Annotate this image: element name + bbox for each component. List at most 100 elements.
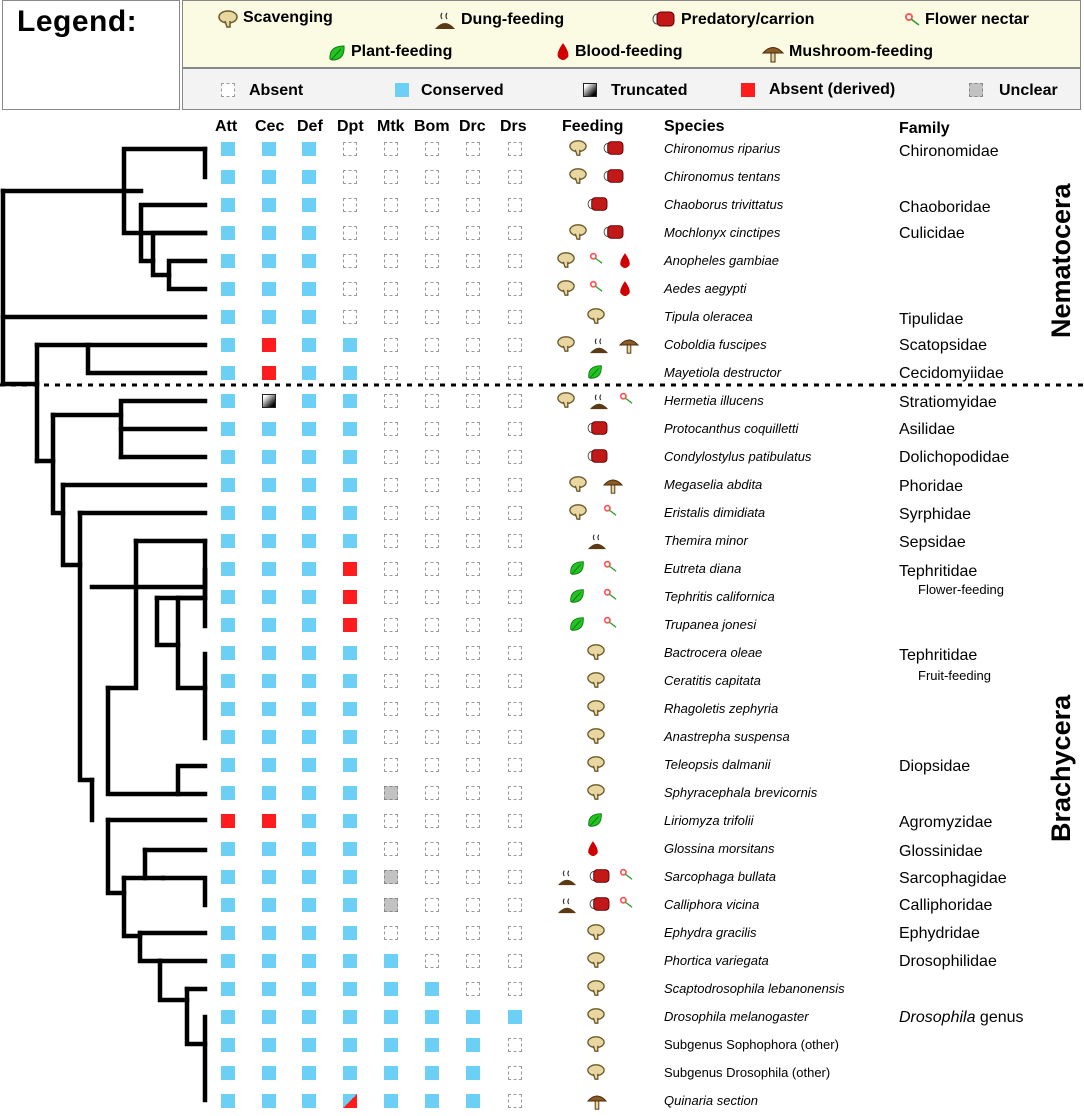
header-dpt: Dpt — [337, 118, 364, 135]
gene-cell-drs — [508, 814, 522, 828]
gene-cell-mtk — [384, 982, 398, 996]
species-name: Eutreta diana — [664, 561, 742, 576]
blood-feeding-icon — [618, 279, 632, 304]
legend-swatch-truncated — [583, 83, 597, 97]
gene-cell-bom — [425, 870, 439, 884]
gene-cell-cec — [262, 1066, 276, 1080]
gene-cell-mtk — [384, 1010, 398, 1024]
species-name: Teleopsis dalmanii — [664, 757, 771, 772]
gene-cell-def — [302, 814, 316, 828]
scavenging-icon — [556, 279, 576, 302]
gene-cell-bom — [425, 786, 439, 800]
gene-cell-drc — [466, 786, 480, 800]
gene-cell-def — [302, 842, 316, 856]
species-name: Sarcophaga bullata — [664, 869, 777, 884]
gene-cell-bom — [425, 226, 439, 240]
species-name: Drosophila melanogaster — [664, 1009, 809, 1024]
dung-feeding-icon — [588, 391, 610, 416]
gene-cell-dpt — [343, 954, 357, 968]
legend-feeding-box: Scavenging Dung-feeding Predatory/carrio… — [182, 0, 1081, 68]
gene-cell-bom — [425, 478, 439, 492]
gene-cell-cec — [262, 646, 276, 660]
gene-cell-dpt — [343, 758, 357, 772]
gene-cell-cec — [262, 310, 276, 324]
gene-cell-mtk — [384, 814, 398, 828]
predatory-carrion-icon — [602, 139, 626, 162]
family-name: Ephydridae — [899, 925, 980, 942]
gene-cell-drc — [466, 982, 480, 996]
drosophila-genus-rest: genus — [975, 1009, 1024, 1026]
gene-cell-def — [302, 870, 316, 884]
legend-label-scavenging: Scavenging — [243, 9, 333, 26]
gene-cell-mtk — [384, 394, 398, 408]
gene-cell-cec — [262, 674, 276, 688]
family-note-fruit: Fruit-feeding — [918, 668, 991, 683]
gene-cell-att — [221, 870, 235, 884]
clade-brachycera: Brachycera — [1046, 694, 1076, 842]
dung-feeding-icon — [588, 335, 610, 360]
gene-cell-att — [221, 926, 235, 940]
gene-cell-def — [302, 198, 316, 212]
gene-cell-drc — [466, 310, 480, 324]
dung-feeding-icon — [435, 12, 455, 29]
gene-cell-def — [302, 954, 316, 968]
gene-cell-mtk — [384, 534, 398, 548]
gene-cell-drc — [466, 954, 480, 968]
scavenging-icon — [586, 643, 606, 666]
gene-cell-def — [302, 422, 316, 436]
legend-title: Legend: — [17, 5, 138, 38]
species-name: Protocanthus coquilletti — [664, 421, 799, 436]
legend-label-mushroom: Mushroom-feeding — [789, 43, 933, 60]
gene-cell-drs — [508, 926, 522, 940]
gene-cell-att — [221, 562, 235, 576]
gene-cell-drs — [508, 1066, 522, 1080]
plant-feeding-icon — [568, 587, 586, 610]
gene-cell-mtk — [384, 478, 398, 492]
family-name: Asilidae — [899, 421, 956, 438]
gene-cell-bom — [425, 562, 439, 576]
dung-feeding-icon — [586, 531, 608, 556]
gene-cell-drc — [466, 254, 480, 268]
species-name: Aedes aegypti — [664, 281, 747, 296]
gene-cell-dpt — [343, 534, 357, 548]
gene-cell-mtk — [384, 870, 398, 884]
gene-cell-mtk — [384, 422, 398, 436]
gene-cell-mtk — [384, 1066, 398, 1080]
legend-label-plant: Plant-feeding — [351, 43, 453, 60]
legend-status-box: Absent Conserved Truncated Absent (deriv… — [182, 68, 1081, 110]
gene-cell-mtk — [384, 786, 398, 800]
species-name: Anastrepha suspensa — [664, 729, 790, 744]
gene-cell-att — [221, 758, 235, 772]
gene-cell-att — [221, 338, 235, 352]
gene-cell-dpt — [343, 478, 357, 492]
gene-cell-def — [302, 702, 316, 716]
gene-cell-dpt — [343, 506, 357, 520]
gene-cell-cec — [262, 814, 276, 828]
gene-cell-bom — [425, 898, 439, 912]
gene-cell-bom — [425, 982, 439, 996]
gene-cell-att — [221, 394, 235, 408]
gene-cell-bom — [425, 198, 439, 212]
gene-cell-bom — [425, 366, 439, 380]
gene-cell-bom — [425, 842, 439, 856]
gene-cell-drc — [466, 674, 480, 688]
gene-cell-att — [221, 646, 235, 660]
family-name: Culicidae — [899, 225, 965, 242]
gene-cell-drc — [466, 1066, 480, 1080]
family-name: Stratiomyidae — [899, 394, 997, 411]
gene-cell-drs — [508, 982, 522, 996]
gene-cell-drs — [508, 870, 522, 884]
header-feeding: Feeding — [562, 118, 624, 135]
mushroom-feeding-icon — [761, 47, 785, 63]
header-def: Def — [297, 118, 323, 135]
scavenging-icon — [586, 979, 606, 1002]
gene-cell-cec — [262, 954, 276, 968]
gene-cell-drs — [508, 786, 522, 800]
gene-cell-def — [302, 590, 316, 604]
gene-cell-drs — [508, 590, 522, 604]
gene-cell-def — [302, 478, 316, 492]
gene-cell-drs — [508, 226, 522, 240]
gene-cell-drc — [466, 450, 480, 464]
header-species: Species — [664, 118, 725, 135]
gene-cell-drs — [508, 198, 522, 212]
